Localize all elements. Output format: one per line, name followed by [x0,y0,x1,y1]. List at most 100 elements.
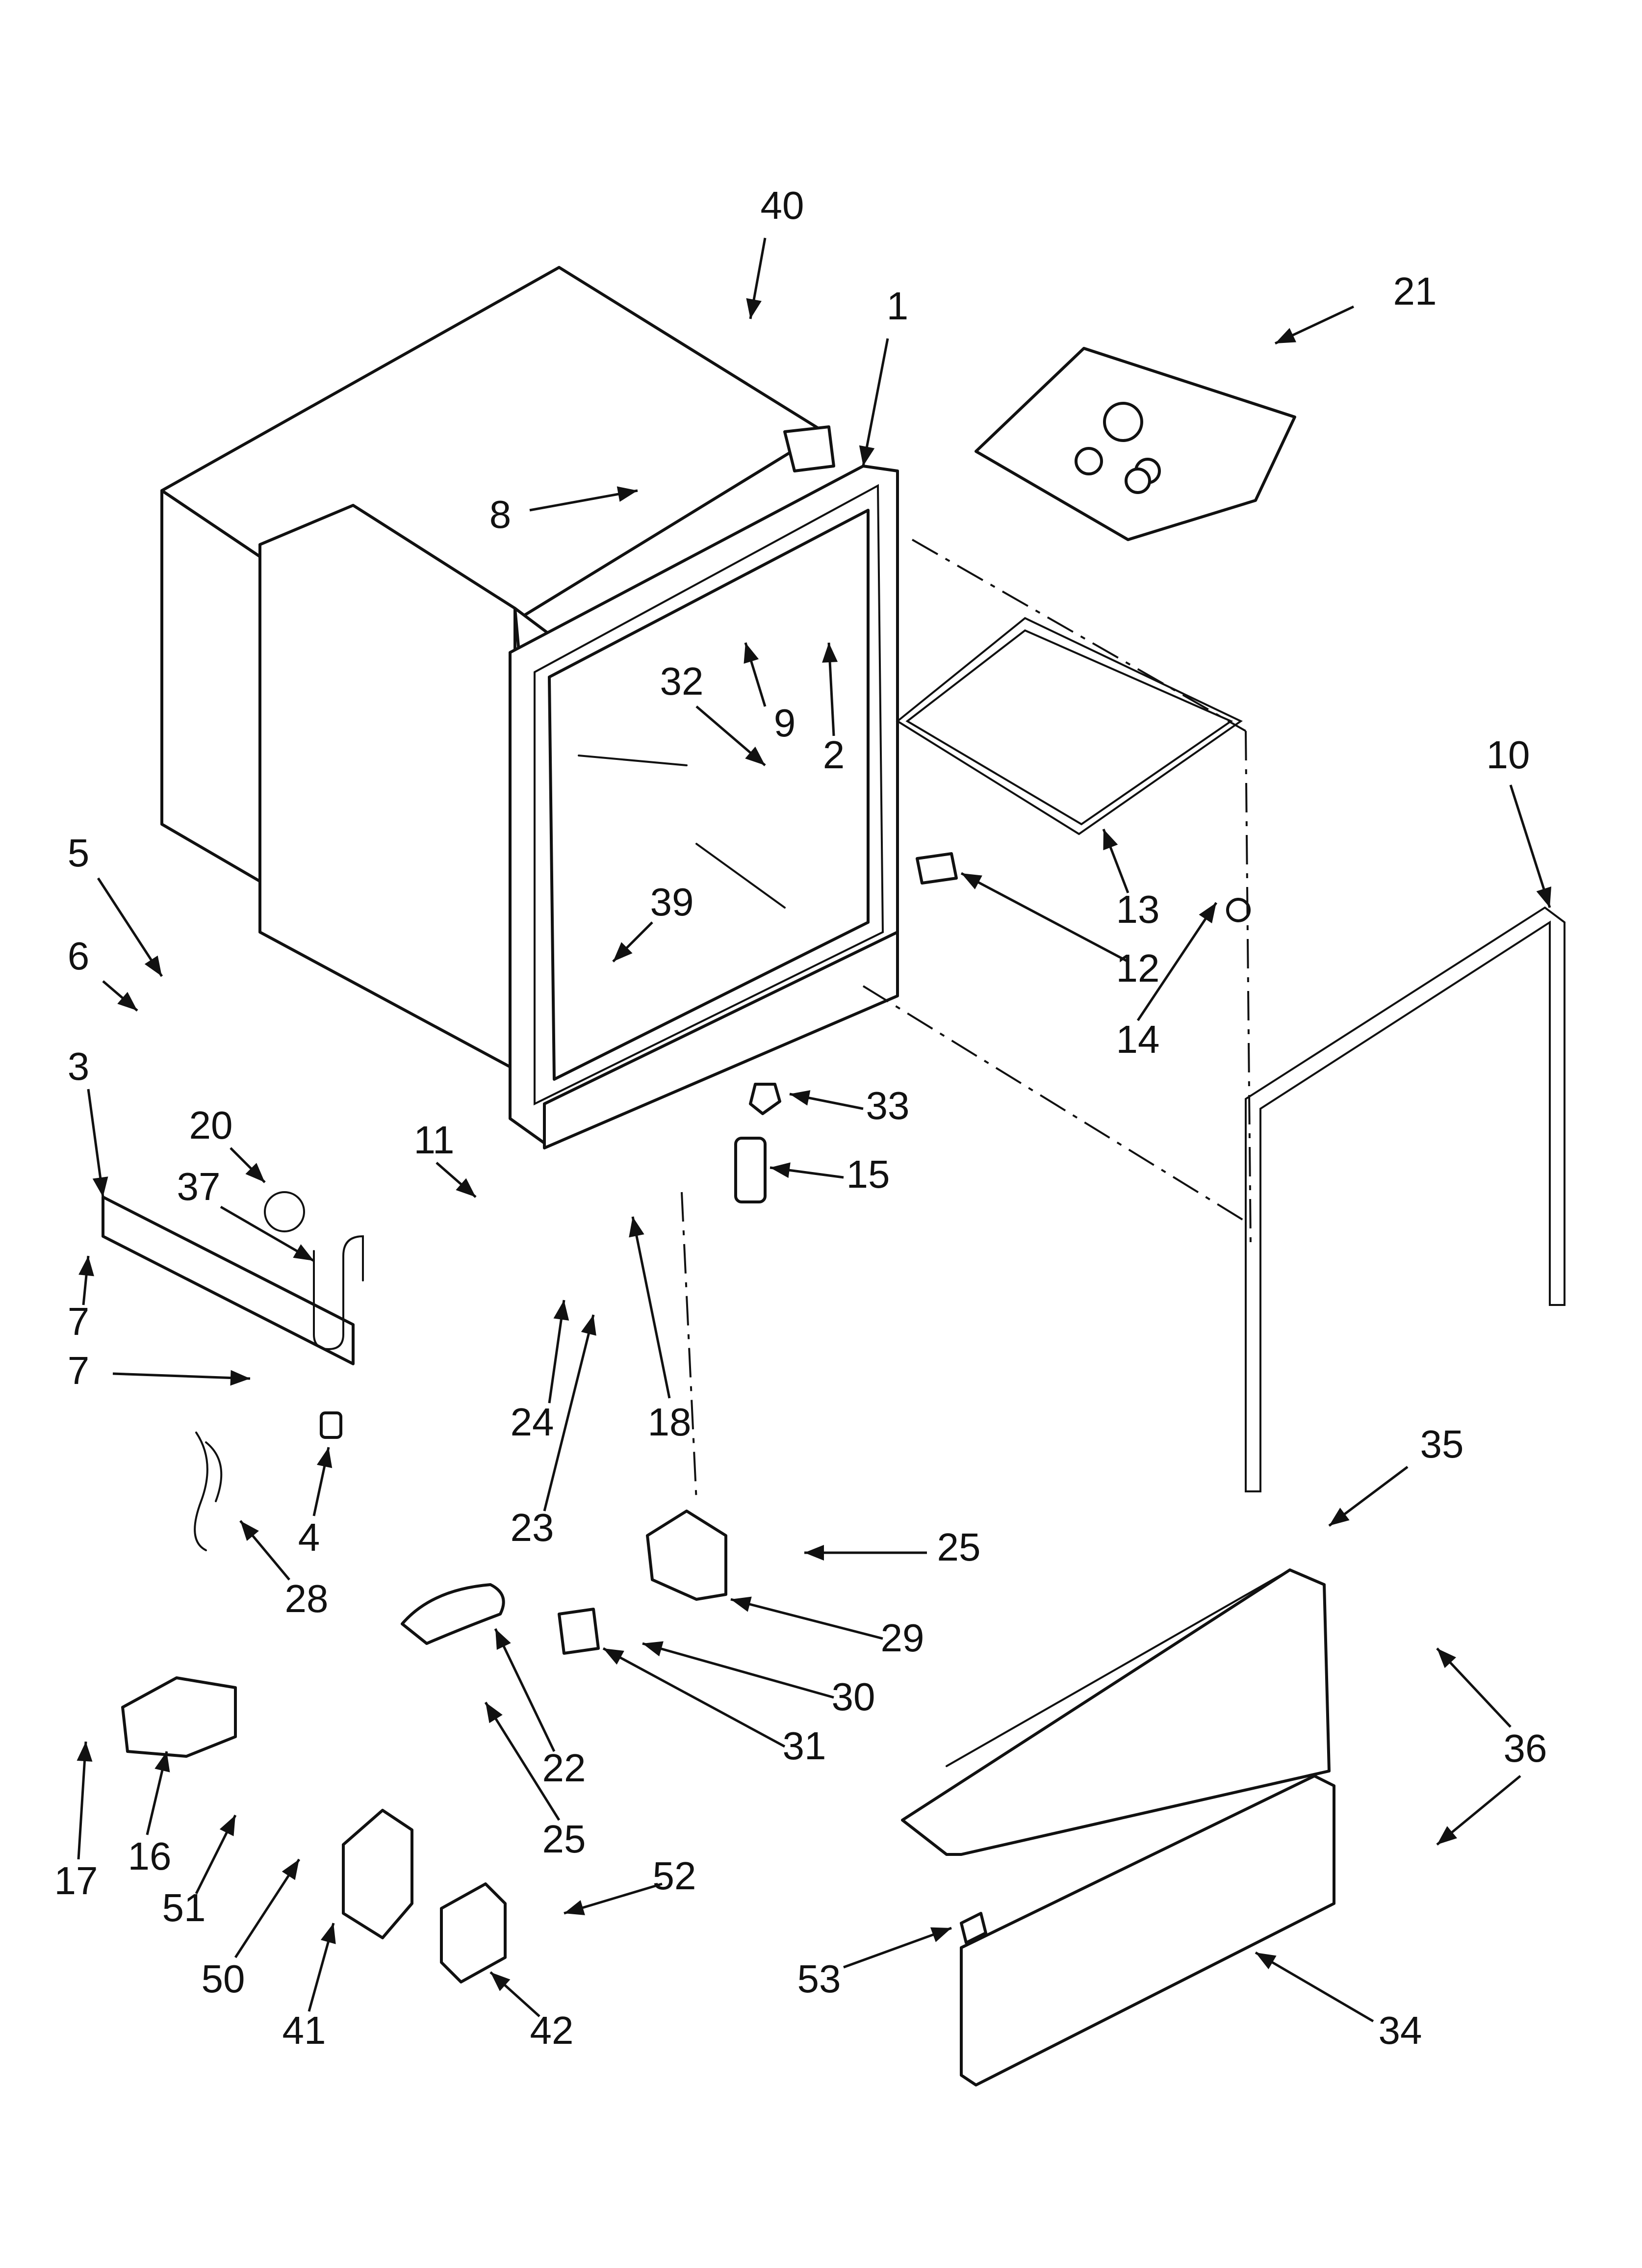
callout-42: 42 [530,2008,574,2052]
leader-arrowhead [1536,886,1552,908]
leader-line [484,1701,561,1821]
leader-line [862,338,889,467]
callout-2: 2 [823,733,845,777]
leader-arrowhead [486,1702,503,1723]
leader-arrowhead [77,1742,93,1762]
leader-arrowhead [744,643,759,664]
callout-1: 1 [887,284,909,328]
callout-18: 18 [648,1400,692,1444]
leader-arrowhead [230,1370,250,1386]
callout-24: 24 [511,1400,554,1444]
clip-53 [960,1912,987,1944]
leader-arrowhead [1199,903,1216,924]
leader-arrowhead [616,486,638,502]
callout-12: 12 [1116,946,1160,990]
callout-3: 3 [68,1044,90,1088]
leader-arrowhead [1275,328,1297,343]
callout-6: 6 [68,934,90,978]
leader-line [631,1216,671,1399]
leg-15 [734,1137,767,1203]
leader-arrowhead [144,955,162,976]
leader-arrowhead [790,1090,811,1106]
leader-arrowhead [804,1545,824,1561]
leader-line [1509,784,1551,908]
callout-37: 37 [177,1165,221,1208]
anti-tip-bracket [916,852,958,885]
callout-53: 53 [797,1957,841,2001]
plate-42 [440,1882,507,1983]
leader-arrowhead [822,643,838,663]
callout-7-upper: 7 [68,1300,90,1343]
bracket-41 [342,1809,413,1939]
hardware-bag [975,347,1296,541]
leader-arrowhead [553,1300,569,1321]
callout-30: 30 [832,1675,875,1719]
callout-31: 31 [783,1724,826,1768]
spring-28 [194,1432,223,1551]
callout-40: 40 [761,183,804,227]
callout-28: 28 [285,1577,329,1620]
drain-hose-37 [313,1235,364,1351]
callout-leaders [77,237,1552,2023]
callout-11: 11 [413,1118,454,1162]
callout-21: 21 [1393,269,1437,313]
leader-line [1255,1951,1374,2023]
leader-arrowhead [859,445,875,466]
toe-panel-35 [901,1568,1331,1856]
callout-22: 22 [542,1746,586,1790]
callout-8: 8 [489,493,512,536]
callout-15: 15 [847,1152,890,1196]
leader-line [112,1372,251,1380]
leader-arrowhead [603,1648,624,1665]
callout-14: 14 [1116,1017,1160,1061]
leader-arrowhead [1437,1648,1457,1668]
leader-arrowhead [117,991,137,1011]
leader-arrowhead [1329,1508,1350,1526]
leader-arrowhead [564,1900,585,1915]
callout-51: 51 [162,1886,206,1929]
leader-arrowhead [745,746,765,765]
callout-16: 16 [128,1834,172,1878]
assembly-lines [681,539,1252,1502]
leader-arrowhead [495,1629,511,1650]
leader-line [77,1741,87,1860]
access-panel-34 [960,1774,1335,2086]
leader-arrowhead [92,1176,108,1197]
leader-arrowhead [154,1751,170,1773]
washer-14 [1226,898,1251,922]
leader-arrowhead [1256,1953,1277,1969]
leader-arrowhead [316,1447,333,1468]
leveling-nut-33 [749,1083,781,1115]
leader-arrowhead [1103,829,1118,851]
door-latch-29-30-31 [558,1510,727,1655]
leader-arrowhead [731,1596,752,1612]
leader-line [543,1314,595,1512]
callout-10: 10 [1487,733,1530,777]
callout-35: 35 [1420,1422,1464,1466]
leader-line [642,1642,834,1699]
front-frame [1245,906,1565,1492]
leader-arrowhead [581,1315,596,1336]
callout-41: 41 [282,2008,326,2052]
callout-36: 36 [1504,1726,1547,1770]
callout-9: 9 [774,701,796,745]
leader-arrowhead [961,873,982,889]
callout-7-lower: 7 [68,1349,90,1392]
leader-line [602,1647,786,1748]
leader-line [494,1628,556,1752]
callout-33: 33 [866,1084,910,1127]
callout-39: 39 [650,880,694,924]
leader-arrowhead [746,298,762,319]
callout-20: 20 [189,1103,233,1147]
leader-line [1136,902,1218,1021]
callout-4: 4 [298,1515,320,1559]
leader-line [730,1598,883,1640]
leader-arrowhead [219,1815,235,1836]
leader-arrowhead [930,1927,951,1942]
callout-5: 5 [68,831,90,875]
tub-assembly [160,266,899,1149]
leader-arrowhead [456,1178,476,1197]
valve-16 [121,1676,237,1758]
leader-arrowhead [490,1972,511,1991]
leader-arrowhead [320,1923,336,1944]
